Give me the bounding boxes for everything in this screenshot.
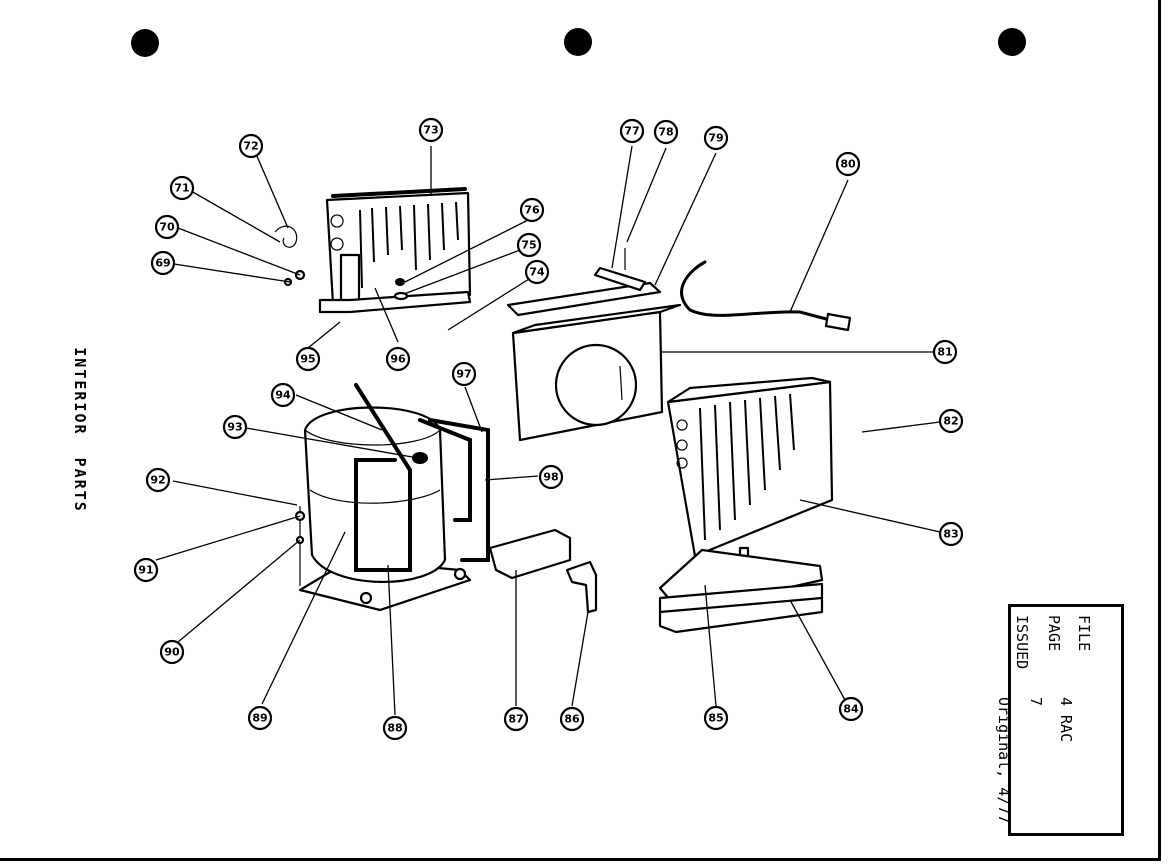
svg-text:72: 72 [243, 140, 258, 153]
svg-text:74: 74 [529, 266, 545, 279]
svg-text:81: 81 [937, 346, 952, 359]
compressor [294, 383, 490, 612]
evaporator-assembly [274, 187, 472, 314]
bracket-clip [488, 528, 598, 614]
callout-80: 80 [835, 151, 861, 177]
callout-86: 86 [559, 706, 585, 732]
callout-77: 77 [619, 118, 645, 144]
callout-85: 85 [703, 705, 729, 731]
binder-hole-right [998, 28, 1026, 56]
svg-text:87: 87 [508, 713, 523, 726]
callout-72: 72 [238, 133, 264, 159]
svg-text:71: 71 [174, 182, 189, 195]
callout-75: 75 [516, 232, 542, 258]
callout-84: 84 [838, 696, 864, 722]
callout-90: 90 [159, 639, 185, 665]
callout-98: 98 [538, 464, 564, 490]
svg-text:88: 88 [387, 722, 402, 735]
callout-76: 76 [519, 197, 545, 223]
svg-text:76: 76 [524, 204, 540, 217]
svg-text:98: 98 [543, 471, 558, 484]
svg-text:90: 90 [164, 646, 180, 659]
svg-text:70: 70 [159, 221, 175, 234]
svg-text:96: 96 [390, 353, 406, 366]
svg-text:84: 84 [843, 703, 859, 716]
callout-87: 87 [503, 706, 529, 732]
fan-shroud [506, 248, 682, 442]
svg-text:69: 69 [155, 257, 170, 270]
file-value: 4 RAC [1057, 697, 1075, 743]
svg-text:80: 80 [840, 158, 856, 171]
svg-text:94: 94 [275, 389, 291, 402]
callout-70: 70 [154, 214, 180, 240]
issued-row: ISSUED Original, 4/77 [995, 607, 1049, 833]
power-cord [680, 260, 852, 332]
svg-text:95: 95 [300, 353, 315, 366]
callout-92: 92 [145, 467, 171, 493]
callout-91: 91 [133, 557, 159, 583]
callout-88: 88 [382, 715, 408, 741]
svg-text:73: 73 [423, 124, 438, 137]
svg-text:92: 92 [150, 474, 165, 487]
callout-95: 95 [295, 346, 321, 372]
leader-lines [155, 145, 941, 716]
issued-value: Original, 4/77 [995, 697, 1013, 824]
callout-96: 96 [385, 346, 411, 372]
callout-69: 69 [150, 250, 176, 276]
page-row: PAGE 7 [1027, 607, 1081, 833]
callout-89: 89 [247, 705, 273, 731]
page-label: PAGE [1045, 615, 1063, 652]
svg-text:97: 97 [456, 368, 471, 381]
issued-label: ISSUED [1013, 615, 1031, 670]
file-label: FILE [1075, 615, 1093, 652]
callout-93: 93 [222, 414, 248, 440]
callout-97: 97 [451, 361, 477, 387]
svg-text:83: 83 [943, 528, 958, 541]
page-value: 7 [1027, 697, 1045, 707]
callout-78: 78 [653, 119, 679, 145]
binder-hole-left [131, 29, 159, 57]
svg-text:93: 93 [227, 421, 242, 434]
svg-text:82: 82 [943, 415, 958, 428]
callout-74: 74 [524, 259, 550, 285]
callout-81: 81 [932, 339, 958, 365]
svg-text:89: 89 [252, 712, 267, 725]
callout-83: 83 [938, 521, 964, 547]
base-pan [658, 548, 824, 634]
callout-79: 79 [703, 125, 729, 151]
document-info-box: FILE 4 RAC PAGE 7 ISSUED Original, 4/77 [995, 604, 1124, 836]
svg-text:86: 86 [564, 713, 580, 726]
svg-text:85: 85 [708, 712, 723, 725]
condenser-coil [666, 376, 834, 580]
callout-73: 73 [418, 117, 444, 143]
binder-hole-center [564, 28, 592, 56]
svg-text:78: 78 [658, 126, 673, 139]
svg-text:91: 91 [138, 564, 153, 577]
section-title: INTERIOR PARTS [71, 347, 89, 513]
svg-text:77: 77 [624, 125, 639, 138]
file-row: FILE 4 RAC [1057, 607, 1111, 833]
callout-71: 71 [169, 175, 195, 201]
callout-82: 82 [938, 408, 964, 434]
svg-text:79: 79 [708, 132, 723, 145]
svg-text:75: 75 [521, 239, 536, 252]
callout-94: 94 [270, 382, 296, 408]
